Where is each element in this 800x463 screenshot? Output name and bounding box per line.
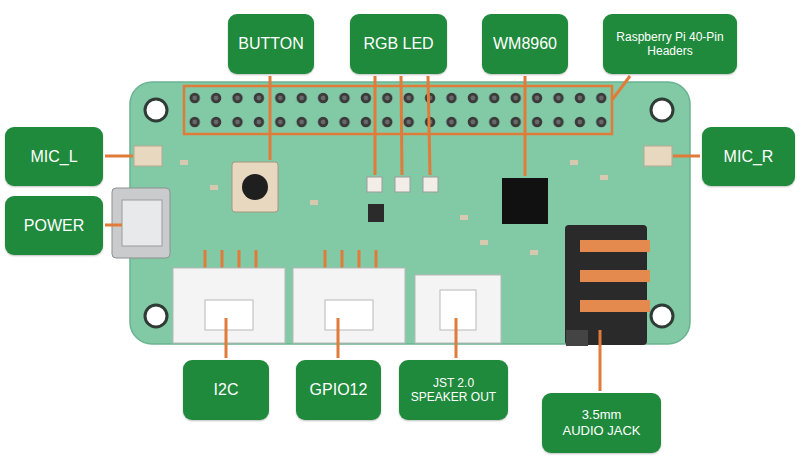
leader-line xyxy=(225,318,228,358)
callout-box: JST 2.0 SPEAKER OUT xyxy=(399,360,508,420)
leader-line xyxy=(374,76,377,175)
smd xyxy=(600,175,608,180)
mounting-hole xyxy=(145,305,167,327)
small-components xyxy=(180,160,608,255)
mounting-hole xyxy=(145,99,167,121)
callout-box: RGB LED xyxy=(350,14,447,74)
callout-label: MIC_R xyxy=(724,147,774,166)
connector-housing xyxy=(293,268,405,343)
leader-line xyxy=(673,155,700,158)
led xyxy=(395,177,410,192)
callout-label: POWER xyxy=(24,216,84,235)
connector-slot xyxy=(440,290,476,330)
connector-housing xyxy=(173,268,285,343)
pcb-board xyxy=(130,82,690,344)
pin-lead xyxy=(341,250,344,270)
pin-lead xyxy=(238,250,241,270)
smd xyxy=(310,200,318,205)
leader-line xyxy=(524,76,527,176)
jack-contact xyxy=(580,240,650,252)
pin-lead xyxy=(204,250,207,270)
pin-header xyxy=(184,86,612,134)
leader-line xyxy=(269,76,272,160)
usb-connector xyxy=(112,188,170,258)
usb-shell xyxy=(112,188,170,258)
smd xyxy=(570,160,578,165)
smd xyxy=(460,215,468,220)
callout-box: POWER xyxy=(5,196,103,255)
connector-latch xyxy=(325,300,373,330)
callout-label: MIC_L xyxy=(30,147,77,166)
leader-line xyxy=(105,224,122,227)
leader-line xyxy=(599,330,602,391)
callout-box: BUTTON xyxy=(228,14,314,74)
callout-box: MIC_R xyxy=(702,127,795,186)
leader-line xyxy=(455,318,458,358)
mounting-hole xyxy=(651,305,673,327)
callout-label: RGB LED xyxy=(363,34,433,53)
smd xyxy=(210,185,218,190)
pin-lead xyxy=(324,250,327,270)
pin-lead xyxy=(221,250,224,270)
leader-lines xyxy=(105,76,700,391)
jack-contact xyxy=(580,270,650,282)
i2c-connector xyxy=(173,250,285,343)
callout-label: WM8960 xyxy=(493,34,557,53)
callout-box: WM8960 xyxy=(482,14,568,74)
rgb-leds xyxy=(367,177,438,192)
callout-label: Raspberry Pi 40-Pin Headers xyxy=(611,30,729,59)
led xyxy=(423,177,438,192)
button-part xyxy=(232,162,278,212)
leader-line xyxy=(401,76,402,175)
callout-box: Raspberry Pi 40-Pin Headers xyxy=(603,14,737,74)
mic-right xyxy=(644,146,672,166)
codec-chip xyxy=(502,178,548,224)
leader-line xyxy=(612,76,630,100)
callout-box: MIC_L xyxy=(5,127,103,186)
button-cap xyxy=(242,174,268,200)
pin-lead xyxy=(358,250,361,270)
smd xyxy=(530,250,538,255)
button-body xyxy=(232,162,278,212)
callout-label: JST 2.0 SPEAKER OUT xyxy=(406,376,501,405)
leader-line xyxy=(428,76,430,175)
connector-latch xyxy=(205,300,253,330)
speaker-connector xyxy=(415,275,501,343)
callout-box: I2C xyxy=(183,360,269,420)
callout-label: BUTTON xyxy=(238,34,303,53)
callout-box: GPIO12 xyxy=(296,360,381,420)
pin-lead xyxy=(255,250,258,270)
chip xyxy=(368,204,384,222)
led xyxy=(367,177,382,192)
usb-opening xyxy=(122,200,162,246)
callout-label: 3.5mm AUDIO JACK xyxy=(560,407,643,438)
callout-box: 3.5mm AUDIO JACK xyxy=(542,393,661,453)
callout-label: I2C xyxy=(214,380,239,399)
leader-line xyxy=(105,155,133,158)
audio-jack xyxy=(565,225,650,346)
pin-lead xyxy=(375,250,378,270)
leader-line xyxy=(337,318,340,358)
connector-housing xyxy=(415,275,501,343)
gpio-connector xyxy=(293,250,405,343)
callout-label: GPIO12 xyxy=(310,380,368,399)
smd xyxy=(480,240,488,245)
mounting-hole xyxy=(651,99,673,121)
jack-lug xyxy=(566,330,588,346)
smd xyxy=(180,160,188,165)
mic-left xyxy=(134,146,162,166)
jack-contact xyxy=(580,300,650,312)
